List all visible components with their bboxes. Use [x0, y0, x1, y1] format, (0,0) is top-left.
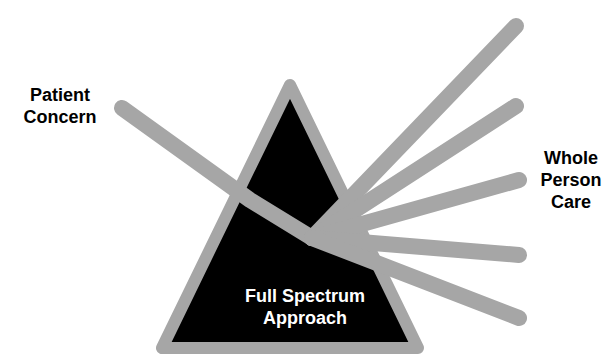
- outgoing-ray: [312, 180, 519, 238]
- outgoing-ray: [312, 238, 519, 318]
- outgoing-ray: [312, 106, 516, 238]
- incoming-ray: [122, 108, 312, 238]
- ray-label: Whole Person Care: [534, 147, 608, 213]
- prism-title: Full Spectrum Approach: [230, 285, 380, 329]
- ray-label: Patient Concern: [14, 84, 106, 128]
